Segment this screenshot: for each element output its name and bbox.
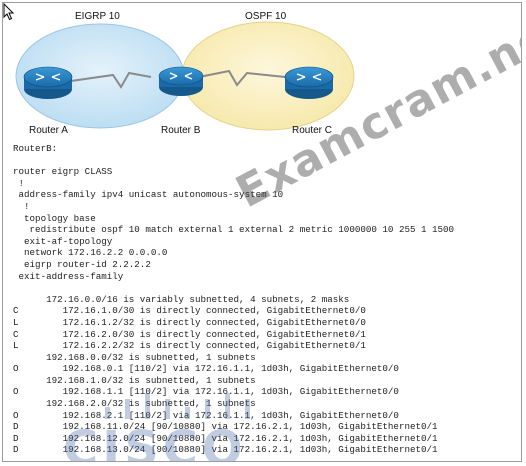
cli-line: L 172.16.2.2/32 is directly connected, G…: [13, 340, 366, 352]
topology-svg: [15, 21, 355, 131]
cli-line: O 192.168.1.1 [110/2] via 172.16.1.1, 1d…: [13, 386, 399, 398]
cli-line: [13, 155, 518, 167]
eigrp-label: EIGRP 10: [75, 11, 120, 22]
cli-output: RouterB: router eigrp CLASS ! address-fam…: [13, 143, 518, 456]
cli-line: D 192.168.13.0/24 [90/10880] via 172.16.…: [13, 444, 438, 456]
cli-line: D 192.168.12.0/24 [90/10880] via 172.16.…: [13, 432, 438, 444]
cli-line: [13, 282, 518, 294]
cli-line: eigrp router-id 2.2.2.2: [13, 258, 151, 270]
cli-line: L 172.16.1.2/32 is directly connected, G…: [13, 316, 366, 328]
cli-line: exit-af-topology: [13, 235, 113, 247]
cli-line: redistribute ospf 10 match external 1 ex…: [13, 224, 455, 236]
router-b-label: Router B: [161, 125, 201, 136]
router-a-label: Router A: [29, 125, 68, 136]
cli-line: 192.168.2.0/32 is subnetted, 1 subnets: [13, 398, 256, 410]
link-a-b: [70, 71, 152, 89]
cli-line: router eigrp CLASS: [13, 166, 113, 178]
exhibit-frame: EIGRP 10 OSPF 10 Router A Router B Route…: [2, 2, 522, 462]
cli-line: RouterB:: [13, 143, 58, 154]
cli-line: O 192.168.0.1 [110/2] via 172.16.1.1, 1d…: [13, 363, 399, 375]
cli-line: !: [13, 200, 30, 212]
router-c-label: Router C: [292, 125, 333, 136]
cli-line: topology base: [13, 212, 96, 224]
cli-line: !: [13, 177, 25, 189]
cli-line: C 172.16.2.0/30 is directly connected, G…: [13, 328, 366, 340]
cli-line: O 192.168.2.1 [110/2] via 172.16.1.1, 1d…: [13, 409, 399, 421]
link-b-c: [198, 69, 286, 87]
router-c-icon: [284, 66, 334, 99]
mouse-cursor-icon: [3, 3, 15, 21]
cisco-bars-icon: [105, 393, 250, 419]
router-a-icon: [23, 66, 73, 99]
cli-line: 192.168.0.0/32 is subnetted, 1 subnets: [13, 351, 256, 363]
cli-line: exit-address-family: [13, 270, 124, 282]
cli-line: C 172.16.1.0/30 is directly connected, G…: [13, 305, 366, 317]
ospf-label: OSPF 10: [245, 11, 287, 22]
cli-line: 172.16.0.0/16 is variably subnetted, 4 s…: [13, 293, 350, 305]
cli-line: address-family ipv4 unicast autonomous-s…: [13, 189, 284, 201]
cli-line: network 172.16.2.2 0.0.0.0: [13, 247, 168, 259]
network-diagram: EIGRP 10 OSPF 10 Router A Router B Route…: [3, 3, 521, 143]
router-b-icon: [158, 66, 204, 96]
cli-line: 192.168.1.0/32 is subnetted, 1 subnets: [13, 374, 256, 386]
cli-line: D 192.168.11.0/24 [90/10880] via 172.16.…: [13, 421, 438, 433]
